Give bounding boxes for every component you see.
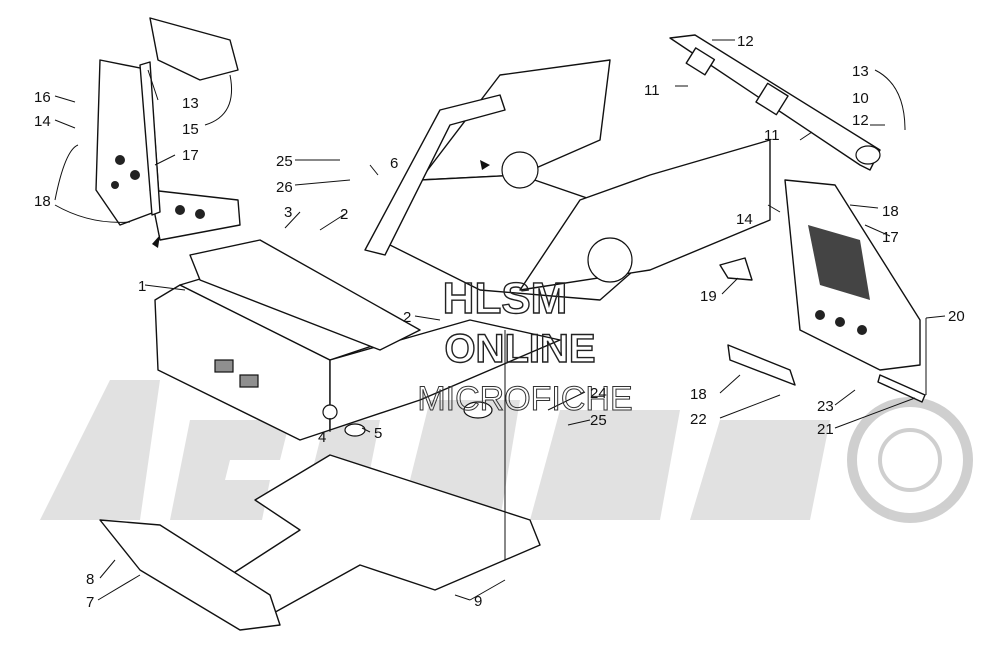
callout-17: 17 bbox=[882, 229, 899, 246]
callout-8: 8 bbox=[86, 571, 94, 588]
callout-18: 18 bbox=[34, 193, 51, 210]
callout-14: 14 bbox=[736, 211, 753, 228]
watermark-line1: HLSM bbox=[443, 274, 568, 323]
hlsm-watermark: HLSM ONLINE MICROFICHE bbox=[417, 273, 633, 418]
callout-4: 4 bbox=[318, 429, 326, 446]
callout-10: 10 bbox=[852, 90, 869, 107]
callout-14: 14 bbox=[34, 113, 51, 130]
callouts: 1 2 2 3 4 5 6 7 8 9 10 11 11 12 12 13 13… bbox=[34, 33, 965, 611]
callout-20: 20 bbox=[948, 308, 965, 325]
watermark-line3: MICROFICHE bbox=[417, 380, 632, 418]
callout-22: 22 bbox=[690, 411, 707, 428]
left-footrest-assembly bbox=[95, 17, 241, 248]
steering-post bbox=[669, 34, 881, 171]
callout-11: 11 bbox=[764, 127, 780, 144]
main-frame bbox=[154, 59, 771, 441]
callout-7: 7 bbox=[86, 594, 94, 611]
floor-pan bbox=[214, 454, 541, 616]
callout-1: 1 bbox=[138, 278, 146, 295]
watermark-line2: ONLINE bbox=[444, 327, 595, 371]
callout-13: 13 bbox=[182, 95, 199, 112]
callout-13: 13 bbox=[852, 63, 869, 80]
right-footrest-assembly bbox=[784, 179, 921, 371]
callout-2: 2 bbox=[403, 309, 411, 326]
callout-18: 18 bbox=[882, 203, 899, 220]
callout-26: 26 bbox=[276, 179, 293, 196]
callout-3: 3 bbox=[284, 204, 292, 221]
callout-24: 24 bbox=[590, 385, 607, 402]
callout-12: 12 bbox=[737, 33, 754, 50]
callout-12: 12 bbox=[852, 112, 869, 129]
callout-9: 9 bbox=[474, 593, 482, 610]
callout-23: 23 bbox=[817, 398, 834, 415]
callout-6: 6 bbox=[390, 155, 398, 172]
callout-5: 5 bbox=[374, 425, 382, 442]
callout-2: 2 bbox=[340, 206, 348, 223]
callout-25: 25 bbox=[276, 153, 293, 170]
skid-plate bbox=[99, 519, 281, 631]
brackets bbox=[719, 257, 926, 403]
callout-16: 16 bbox=[34, 89, 51, 106]
callout-15: 15 bbox=[182, 121, 199, 138]
leader-lines bbox=[54, 39, 946, 601]
callout-19: 19 bbox=[700, 288, 717, 305]
callout-25: 25 bbox=[590, 412, 607, 429]
callout-21: 21 bbox=[817, 421, 834, 438]
callout-11: 11 bbox=[644, 82, 660, 99]
callout-18: 18 bbox=[690, 386, 707, 403]
callout-17: 17 bbox=[182, 147, 199, 164]
